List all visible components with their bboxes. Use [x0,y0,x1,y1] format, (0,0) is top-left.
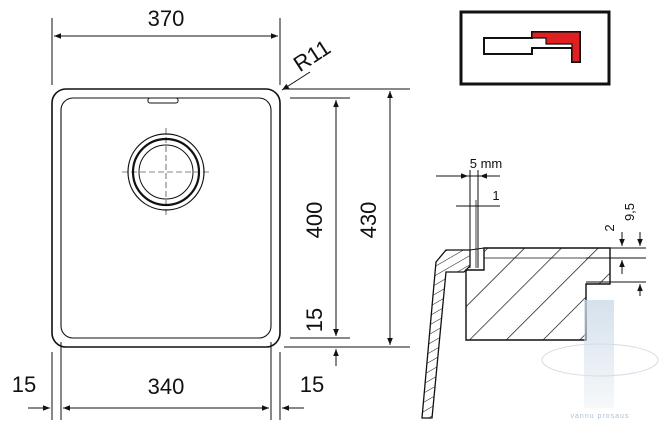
lip-label: 1 [492,188,499,203]
sink-wall-section [421,249,471,419]
section-detail: 5 mm 1 2 9,5 [421,156,646,419]
sink-plan-view [51,88,281,348]
radius-label: R11 [289,35,335,77]
outer-height-label: 430 [356,202,381,239]
drain-icon [122,128,210,216]
gap-label: 5 mm [470,156,503,171]
inner-height-label: 400 [302,202,327,239]
step-label: 2 [602,224,617,231]
overflow-slot [147,97,179,104]
mounting-type-icon [459,10,611,86]
dimension-top-width: 370 [51,6,281,85]
depth-label: 9,5 [622,203,637,221]
right-rim-label: 15 [300,372,324,397]
dimension-bottom: 15 340 15 [12,342,324,420]
watermark-logo: vannu prosaus [541,300,659,420]
dimension-vertical: 400 430 15 [284,88,410,366]
bottom-gap-label: 15 [302,308,327,332]
inner-width-label: 340 [148,374,185,399]
left-rim-label: 15 [12,372,36,397]
top-width-label: 370 [148,6,185,31]
sink-outer-outline [51,88,281,348]
dimension-radius: R11 [281,35,335,91]
watermark-text: vannu prosaus [571,413,630,420]
